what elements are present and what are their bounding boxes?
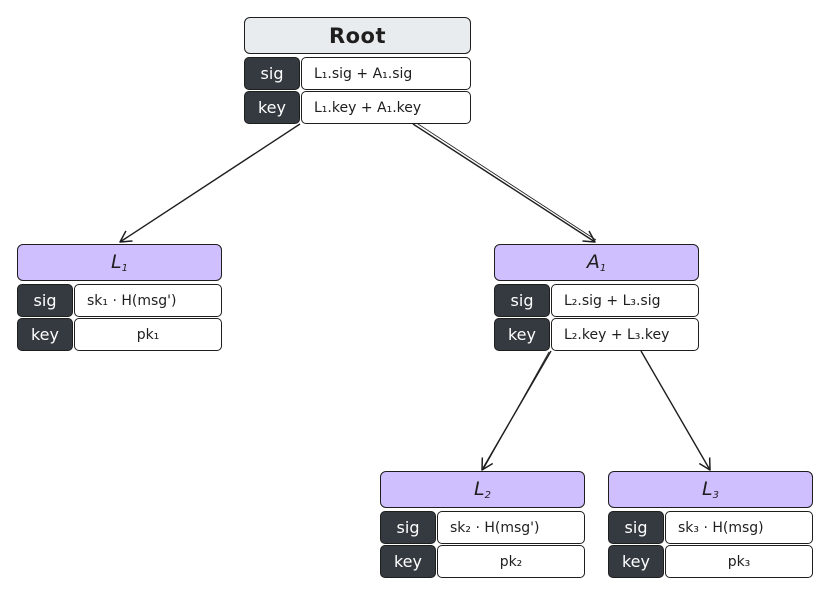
l2-title: L2: [474, 478, 491, 501]
a1-title: A1: [586, 251, 607, 274]
l3-node: L3 sig sk₃ · H(msg) key pk₃: [608, 471, 813, 579]
l3-title: L3: [702, 478, 719, 501]
l3-key-value: pk₃: [665, 545, 813, 578]
a1-key-key: key: [494, 318, 550, 351]
l1-title: L1: [111, 251, 128, 274]
root-title: Root: [328, 23, 387, 48]
root-sig-row: sig L₁.sig + A₁.sig: [244, 57, 471, 90]
l3-key-row: key pk₃: [608, 545, 813, 578]
root-header: Root: [244, 17, 471, 54]
l3-sig-key: sig: [608, 511, 664, 544]
l3-key-key: key: [608, 545, 664, 578]
a1-sig-value: L₂.sig + L₃.sig: [551, 284, 699, 317]
a1-key-row: key L₂.key + L₃.key: [494, 318, 699, 351]
l2-sig-value: sk₂ · H(msg'): [437, 511, 585, 544]
l2-sig-row: sig sk₂ · H(msg'): [380, 511, 585, 544]
l1-sig-row: sig sk₁ · H(msg'): [17, 284, 222, 317]
l2-key-row: key pk₂: [380, 545, 585, 578]
a1-sig-row: sig L₂.sig + L₃.sig: [494, 284, 699, 317]
l1-key-row: key pk₁: [17, 318, 222, 351]
l3-sig-row: sig sk₃ · H(msg): [608, 511, 813, 544]
l1-node: L1 sig sk₁ · H(msg') key pk₁: [17, 244, 222, 352]
root-key-value: L₁.key + A₁.key: [301, 91, 471, 124]
a1-node: A1 sig L₂.sig + L₃.sig key L₂.key + L₃.k…: [494, 244, 699, 352]
root-node: Root sig L₁.sig + A₁.sig key L₁.key + A₁…: [244, 17, 471, 125]
root-sig-value: L₁.sig + A₁.sig: [301, 57, 471, 90]
l2-sig-key: sig: [380, 511, 436, 544]
edge-a1-to-l2-sketch: [483, 351, 550, 469]
edge-root-to-l1: [119, 123, 301, 243]
edge-root-to-a1-sketch: [414, 121, 597, 241]
l2-key-value: pk₂: [437, 545, 585, 578]
l3-sig-value: sk₃ · H(msg): [665, 511, 813, 544]
root-sig-key: sig: [244, 57, 300, 90]
edge-a1-to-l3: [640, 350, 711, 471]
l1-sig-value: sk₁ · H(msg'): [74, 284, 222, 317]
a1-sig-key: sig: [494, 284, 550, 317]
edge-root-to-a1: [412, 123, 596, 243]
root-key-key: key: [244, 91, 300, 124]
l3-header: L3: [608, 471, 813, 508]
l2-node: L2 sig sk₂ · H(msg') key pk₂: [380, 471, 585, 579]
l1-key-key: key: [17, 318, 73, 351]
l1-sig-key: sig: [17, 284, 73, 317]
l2-key-key: key: [380, 545, 436, 578]
root-key-row: key L₁.key + A₁.key: [244, 91, 471, 124]
l2-header: L2: [380, 471, 585, 508]
a1-key-value: L₂.key + L₃.key: [551, 318, 699, 351]
a1-header: A1: [494, 244, 699, 281]
l1-header: L1: [17, 244, 222, 281]
l1-key-value: pk₁: [74, 318, 222, 351]
